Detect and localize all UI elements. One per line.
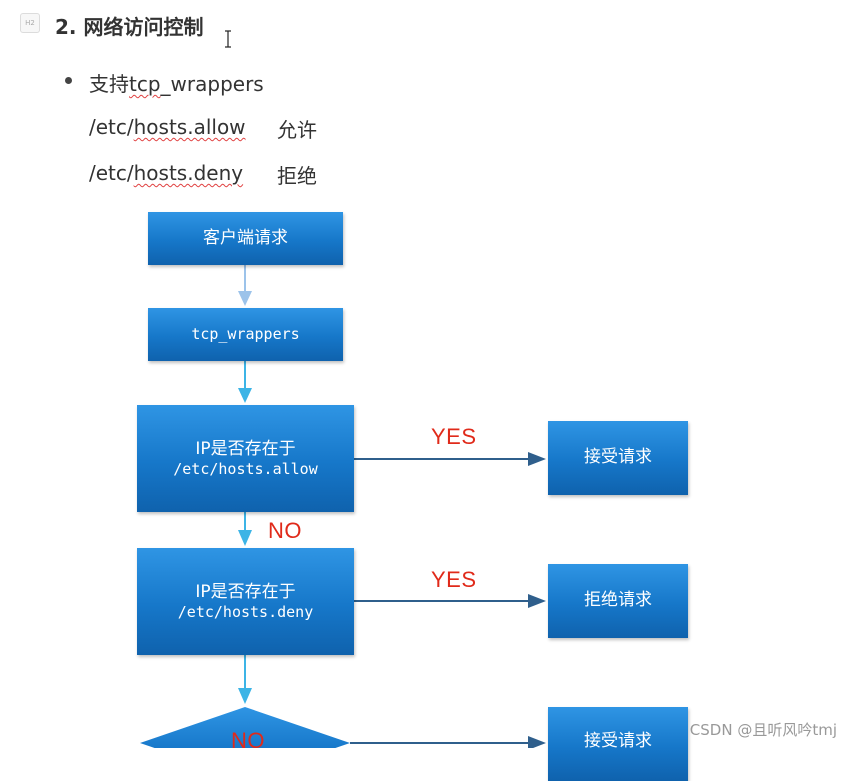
arrow-client-to-wrappers [238,265,252,306]
node-accept-request-1: 接受请求 [548,421,688,495]
bullet-dot-icon [65,77,72,84]
node-tcp-wrappers-label: tcp_wrappers [191,325,300,344]
node-accept-request-1-label: 接受请求 [584,447,652,468]
arrow-deny-to-reject [354,594,546,608]
path-deny: /etc/hosts.deny [89,161,243,185]
arrow-allow-to-accept [354,452,546,466]
no-label-decision: NO [231,728,265,753]
node-tcp-wrappers: tcp_wrappers [148,308,343,361]
node-check-deny-line2: /etc/hosts.deny [177,602,314,621]
path-deny-file: hosts.deny [133,161,244,185]
path-allow-dir: /etc/ [89,115,134,139]
arrow-allow-to-deny [238,512,252,546]
watermark: CSDN @且听风吟tmj [689,721,837,739]
decision-diamond [140,707,350,748]
section-heading: 2. 网络访问控制 [55,15,204,39]
node-reject-request: 拒绝请求 [548,564,688,638]
node-check-allow-line1: IP是否存在于 [195,438,296,459]
node-check-deny-line1: IP是否存在于 [195,581,296,602]
text-cursor-icon [225,30,231,48]
node-client-request-label: 客户端请求 [203,227,288,248]
flowchart-canvas [140,265,546,748]
path-allow-note: 允许 [277,118,317,142]
node-accept-request-2: 接受请求 [548,707,688,781]
path-deny-dir: /etc/ [89,161,134,185]
arrow-wrappers-to-allow [238,361,252,403]
node-accept-request-2-label: 接受请求 [584,731,652,751]
block-handle-icon[interactable]: H2 [20,13,40,33]
bullet-word: tcp [129,72,161,96]
node-check-deny: IP是否存在于 /etc/hosts.deny [137,548,354,655]
yes-label-deny: YES [431,567,477,592]
bullet-suffix: _wrappers [160,72,264,96]
arrow-decision-to-accept [350,736,546,748]
yes-label-allow: YES [431,424,477,449]
bullet-item: 支持tcp_wrappers [89,68,264,97]
node-client-request: 客户端请求 [148,212,343,265]
no-label-allow: NO [268,518,302,543]
path-allow: /etc/hosts.allow [89,115,246,139]
node-check-allow: IP是否存在于 /etc/hosts.allow [137,405,354,512]
node-reject-request-label: 拒绝请求 [584,590,652,611]
node-check-allow-line2: /etc/hosts.allow [173,459,318,478]
bullet-prefix: 支持 [89,72,129,96]
path-allow-file: hosts.allow [133,115,246,139]
path-deny-note: 拒绝 [277,164,317,188]
arrow-deny-to-decision [238,655,252,704]
